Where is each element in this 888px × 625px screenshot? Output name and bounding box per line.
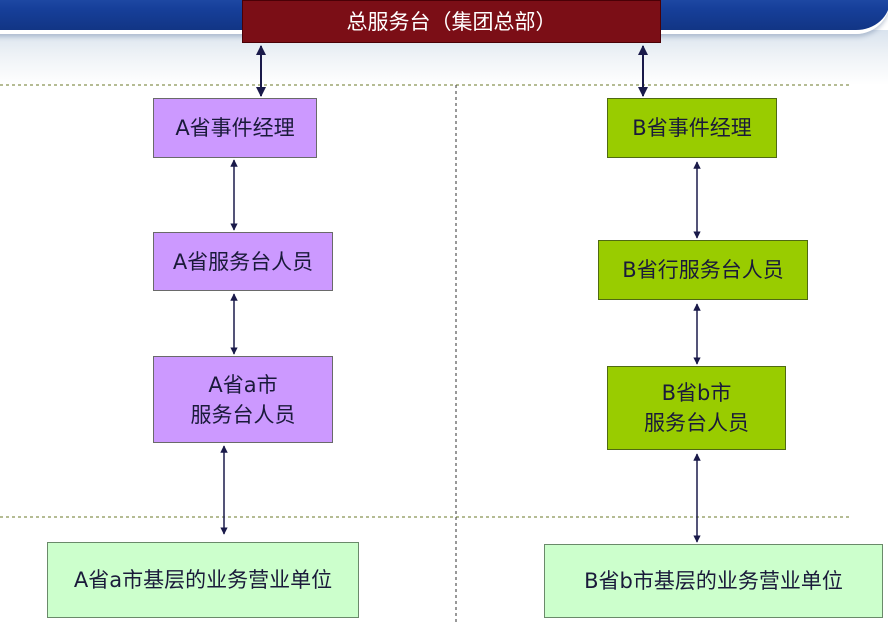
- a-province-event-manager-label: A省事件经理: [175, 116, 295, 140]
- a-province-service-desk-label: A省服务台人员: [172, 249, 314, 274]
- a-province-event-manager-box: A省事件经理: [153, 98, 317, 158]
- b-province-event-manager-box: B省事件经理: [607, 98, 777, 158]
- b-city-base-unit-label: B省b市基层的业务营业单位: [584, 569, 843, 593]
- b-province-service-desk-box: B省行服务台人员: [598, 240, 808, 300]
- b-province-service-desk-label: B省行服务台人员: [622, 258, 784, 282]
- b-province-event-manager-label: B省事件经理: [632, 116, 752, 140]
- a-city-service-desk-label: A省a市 服务台人员: [190, 372, 296, 427]
- b-city-service-desk-box: B省b市 服务台人员: [607, 366, 786, 450]
- a-city-base-unit-box: A省a市基层的业务营业单位: [47, 542, 359, 618]
- b-city-service-desk-label: B省b市 服务台人员: [644, 381, 749, 435]
- a-city-base-unit-label: A省a市基层的业务营业单位: [73, 568, 333, 592]
- a-province-service-desk-box: A省服务台人员: [153, 232, 333, 291]
- a-city-service-desk-box: A省a市 服务台人员: [153, 356, 333, 443]
- hq-label: 总服务台（集团总部）: [346, 9, 557, 34]
- hq-box: 总服务台（集团总部）: [242, 0, 661, 43]
- b-city-base-unit-box: B省b市基层的业务营业单位: [544, 544, 883, 618]
